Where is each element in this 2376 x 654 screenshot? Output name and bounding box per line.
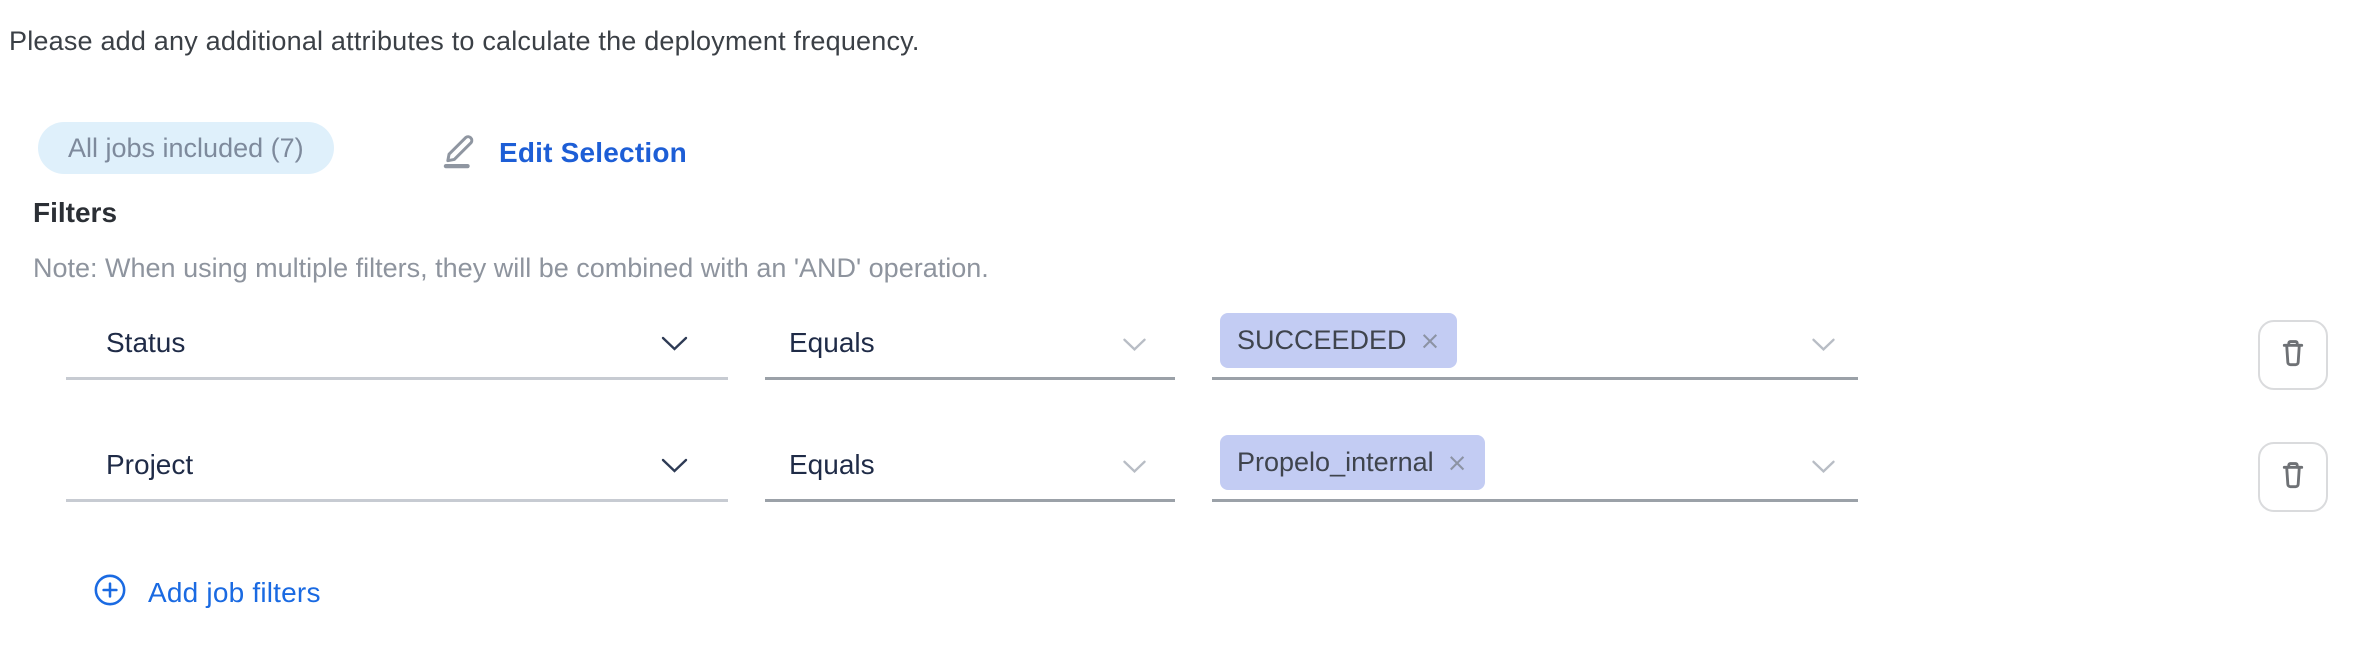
operator-select[interactable]: Equals	[765, 432, 1175, 502]
operator-select-value: Equals	[789, 449, 875, 480]
value-tag: Propelo_internal ×	[1220, 435, 1485, 490]
chevron-down-icon	[661, 336, 688, 357]
close-x-icon[interactable]: ×	[1446, 448, 1468, 477]
intro-text: Please add any additional attributes to …	[9, 26, 920, 56]
attribute-select-value: Project	[106, 449, 194, 480]
close-x-icon[interactable]: ×	[1419, 326, 1441, 355]
plus-circle-icon	[93, 573, 127, 612]
attribute-select[interactable]: Status	[66, 310, 728, 380]
operator-select-value: Equals	[789, 327, 875, 358]
edit-selection-label: Edit Selection	[499, 136, 687, 168]
filters-heading: Filters	[33, 197, 118, 228]
values-select[interactable]: SUCCEEDED ×	[1212, 310, 1858, 380]
chevron-down-icon	[1811, 338, 1836, 357]
jobs-included-badge: All jobs included (7)	[38, 122, 334, 174]
add-job-filters-button[interactable]: Add job filters	[93, 573, 321, 612]
filter-row: Project Equals Propelo_internal ×	[0, 432, 2376, 512]
add-job-filters-label: Add job filters	[148, 576, 321, 608]
chevron-down-icon	[1122, 460, 1147, 479]
chevron-down-icon	[661, 458, 688, 479]
filters-note: Note: When using multiple filters, they …	[33, 253, 989, 283]
operator-select[interactable]: Equals	[765, 310, 1175, 380]
edit-selection-button[interactable]: Edit Selection	[441, 128, 687, 177]
attribute-select[interactable]: Project	[66, 432, 728, 502]
delete-filter-button[interactable]	[2258, 442, 2328, 512]
delete-filter-button[interactable]	[2258, 320, 2328, 390]
filter-row: Status Equals SUCCEEDED ×	[0, 310, 2376, 390]
trash-icon	[2275, 456, 2311, 499]
value-tag: SUCCEEDED ×	[1220, 313, 1458, 368]
value-tag-label: SUCCEEDED	[1237, 325, 1407, 355]
chevron-down-icon	[1811, 460, 1836, 479]
chevron-down-icon	[1122, 338, 1147, 357]
pencil-icon	[441, 128, 483, 177]
values-select[interactable]: Propelo_internal ×	[1212, 432, 1858, 502]
attribute-select-value: Status	[106, 327, 186, 358]
trash-icon	[2275, 334, 2311, 377]
value-tag-label: Propelo_internal	[1237, 447, 1434, 477]
